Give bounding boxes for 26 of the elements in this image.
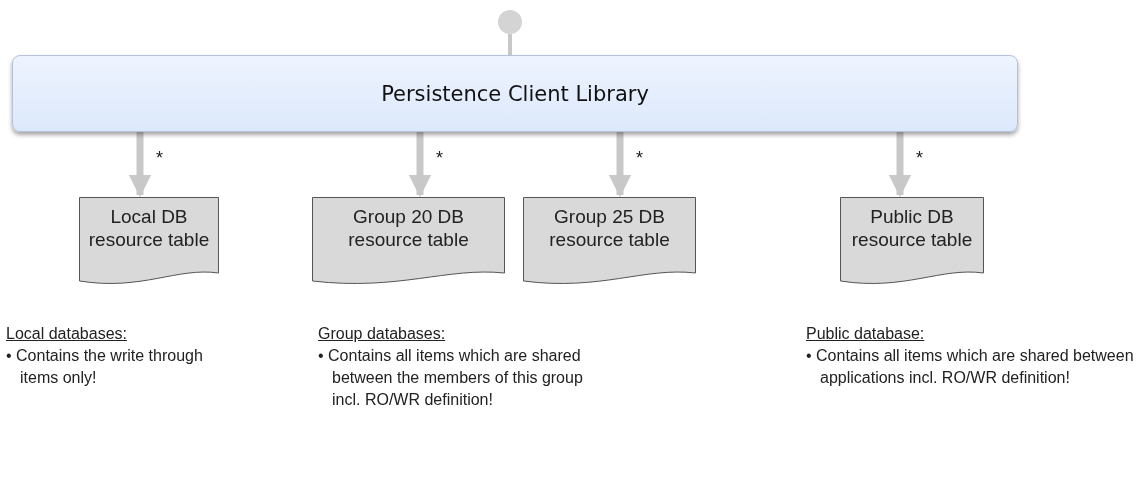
bullet-note: • Contains all items which are shared between the members of this group incl. RO/WR definition! [318, 346, 584, 410]
table-name: Local DB resource table [87, 205, 211, 251]
library-title: Persistence Client Library [381, 81, 649, 106]
section-heading: Group databases: [318, 324, 447, 344]
edge-label: * [436, 148, 443, 169]
interface-lollipop-circle [498, 10, 522, 34]
bullet-note: • Contains all items which are shared between applications incl. RO/WR definition! [806, 346, 1135, 388]
document-shape [523, 197, 696, 287]
connector-line [508, 34, 512, 55]
arrow [888, 132, 912, 198]
bullet-note: • Contains the write through items only! [6, 346, 204, 388]
document-shape [79, 197, 219, 287]
table-name: Group 20 DB resource table [347, 205, 470, 251]
table-name: Group 25 DB resource table [548, 205, 671, 251]
arrow [408, 132, 432, 198]
arrow [608, 132, 632, 198]
edge-label: * [636, 148, 643, 169]
edge-label: * [916, 148, 923, 169]
document-shape [312, 197, 505, 287]
section-heading: Local databases: [6, 324, 128, 344]
table-name: Public DB resource table [850, 205, 974, 251]
library-bar [12, 55, 1018, 132]
arrow [128, 132, 152, 198]
edge-label: * [156, 148, 163, 169]
section-heading: Public database: [806, 324, 926, 344]
document-shape [840, 197, 984, 287]
